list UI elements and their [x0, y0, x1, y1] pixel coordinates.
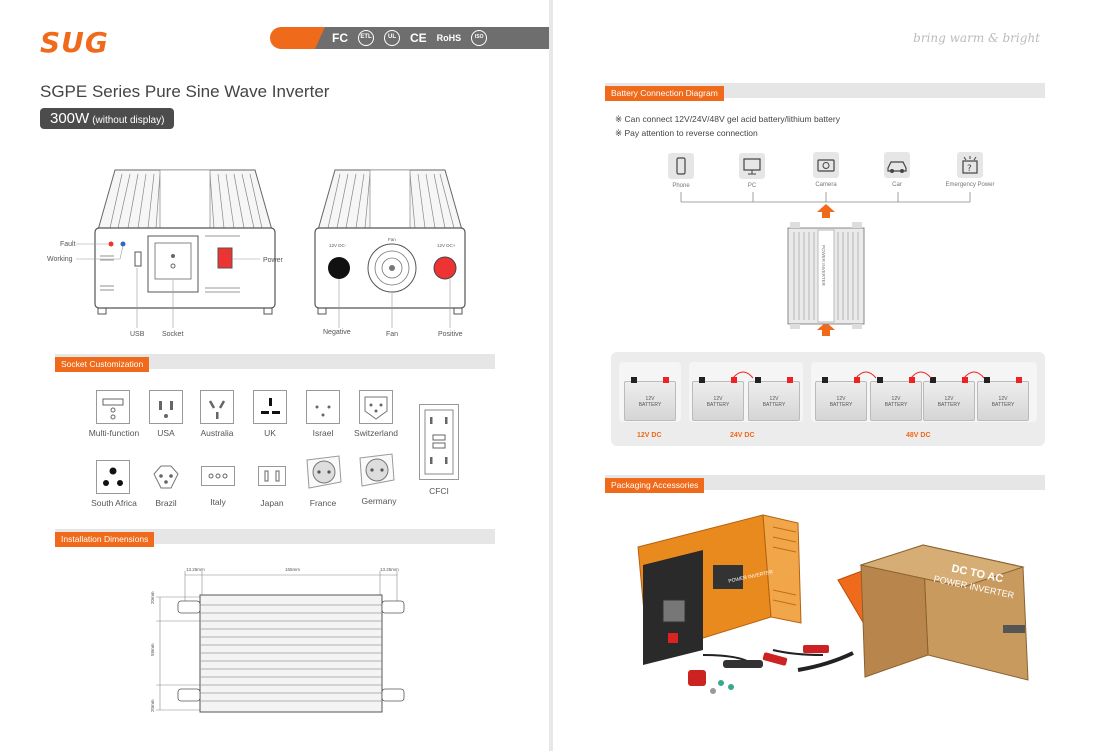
- right-page: bring warm & bright Battery Connection D…: [553, 0, 1100, 751]
- voltage-label-24v: 24V DC: [730, 432, 755, 439]
- device-label-pc: PC: [747, 183, 757, 189]
- socket-japan: [258, 466, 286, 486]
- socket-label-usa: USA: [157, 428, 175, 438]
- dim-side-c: 20mm: [150, 699, 155, 712]
- install-section-title: Installation Dimensions: [55, 532, 155, 547]
- socket-italy: [201, 466, 235, 486]
- cert-ce: CE: [410, 31, 427, 45]
- socket-label-south-africa: South Africa: [91, 498, 137, 508]
- pc-icon: [739, 153, 765, 179]
- packaging-accessories-illustration: [637, 514, 1029, 694]
- inverter-panel-drawings: [76, 169, 466, 328]
- socket-label-germany: Germany: [361, 496, 397, 506]
- negative-label: Negative: [323, 329, 351, 336]
- device-label-phone: Phone: [672, 183, 690, 189]
- inverter-top-label: POWER INVERTER: [821, 245, 826, 286]
- car-icon: [884, 152, 910, 178]
- battery-series-wires: [732, 371, 985, 379]
- socket-israel: [306, 390, 340, 424]
- socket-label-uk: UK: [264, 428, 276, 438]
- power-rating: 300W: [50, 110, 90, 127]
- inverter-top-view: [787, 222, 865, 329]
- voltage-label-12v: 12V DC: [637, 432, 662, 439]
- phone-icon: [668, 153, 694, 179]
- usb-label: USB: [130, 331, 145, 338]
- left-page: SUG FC ETL UL CE RoHS ISO SGPE Series Pu…: [0, 0, 549, 751]
- brand-slogan: bring warm & bright: [913, 31, 1040, 45]
- socket-section-header: Socket Customization: [55, 354, 495, 372]
- socket-label: Socket: [162, 331, 184, 338]
- socket-label-italy: Italy: [210, 497, 226, 507]
- dc-negative-mark: 12V DC-: [329, 243, 347, 248]
- socket-label-cfci: CFCI: [429, 486, 449, 496]
- certification-bar: FC ETL UL CE RoHS ISO: [270, 27, 549, 49]
- svg-text:?: ?: [967, 164, 972, 174]
- power-variant: (without display): [92, 115, 165, 126]
- power-badge: 300W(without display): [40, 108, 175, 129]
- socket-label-japan: Japan: [260, 498, 284, 508]
- brand-logo: SUG: [40, 26, 109, 59]
- socket-uk: [253, 390, 287, 424]
- cert-fc: FC: [332, 31, 348, 45]
- socket-label-multi-function: Multi-function: [88, 428, 140, 438]
- socket-brazil: [149, 460, 183, 494]
- fan-mark: Fan: [388, 237, 396, 242]
- voltage-label-48v: 48V DC: [906, 432, 931, 439]
- battery-section-title: Battery Connection Diagram: [605, 86, 724, 101]
- device-label-emergency-power: Emergency Power: [945, 182, 995, 188]
- fan-label: Fan: [386, 331, 399, 338]
- socket-section-title: Socket Customization: [55, 357, 150, 372]
- socket-label-switzerland: Switzerland: [354, 428, 398, 438]
- socket-france: [303, 452, 343, 492]
- device-label-car: Car: [892, 182, 902, 188]
- front-view-drawing: [76, 169, 276, 328]
- product-title: SGPE Series Pure Sine Wave Inverter: [40, 82, 330, 101]
- dim-top-left: 13.25mm: [186, 567, 205, 572]
- socket-label-israel: Israel: [312, 428, 334, 438]
- installation-dimension-drawing: [156, 571, 405, 713]
- dim-top-mid: 165mm: [285, 567, 301, 572]
- dim-top-right: 13.25mm: [380, 567, 399, 572]
- cert-etl: ETL: [358, 30, 374, 46]
- socket-south-africa: [96, 460, 130, 494]
- connection-lines: [680, 192, 971, 336]
- emergency-power-icon: ?: [957, 152, 983, 178]
- battery-note-2: ※ Pay attention to reverse connection: [615, 128, 758, 138]
- socket-multi-function: [96, 390, 130, 424]
- cert-ul: UL: [384, 30, 400, 46]
- camera-icon: [813, 152, 839, 178]
- socket-australia: [200, 390, 234, 424]
- fault-label: Fault: [60, 241, 76, 248]
- dc-positive-mark: 12V DC+: [437, 243, 456, 248]
- socket-switzerland: [359, 390, 393, 424]
- socket-label-brazil: Brazil: [155, 498, 177, 508]
- device-label-camera: Camera: [815, 182, 837, 188]
- battery-section-header: Battery Connection Diagram: [605, 83, 1045, 101]
- cert-rohs: RoHS: [436, 33, 462, 43]
- packaging-section-title: Packaging Accessories: [605, 478, 705, 493]
- power-label: Power: [263, 257, 283, 264]
- dim-side-a: 20mm: [150, 591, 155, 604]
- battery-note-1: ※ Can connect 12V/24V/48V gel acid batte…: [615, 114, 840, 124]
- cert-iso: ISO: [471, 30, 488, 46]
- socket-usa: [149, 390, 183, 424]
- positive-label: Positive: [438, 331, 463, 338]
- packaging-section-header: Packaging Accessories: [605, 475, 1045, 493]
- socket-label-australia: Australia: [200, 428, 234, 438]
- socket-germany: [356, 450, 396, 490]
- dim-side-b: 58mm: [150, 643, 155, 656]
- socket-cfci: [419, 404, 459, 480]
- rear-view-drawing: [314, 169, 466, 328]
- working-label: Working: [47, 256, 73, 263]
- socket-label-france: France: [309, 498, 337, 508]
- install-section-header: Installation Dimensions: [55, 529, 495, 547]
